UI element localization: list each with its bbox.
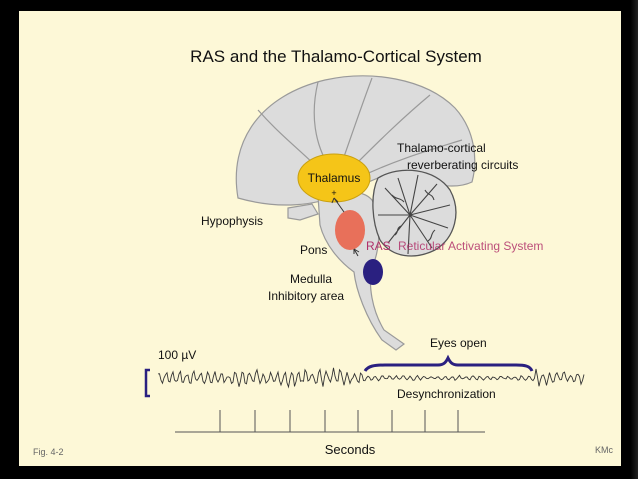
ras-nucleus [335, 210, 365, 250]
scale-bracket [144, 368, 150, 398]
diagram-title: RAS and the Thalamo-Cortical System [190, 47, 482, 66]
eeg-trace [157, 367, 585, 389]
cerebellum [372, 169, 457, 257]
slide-edge [621, 0, 638, 479]
cerebellum-folia [378, 174, 451, 255]
thalamus [297, 153, 371, 203]
thalamo-cortical-label: Thalamo-cortical [397, 141, 486, 155]
scale-label: 100 µV [158, 348, 196, 362]
inhibitory-area-label: Inhibitory area [268, 289, 344, 303]
medulla-nucleus [363, 259, 383, 285]
thalamus-plus-marker: + [331, 188, 336, 198]
figure-label: Fig. 4-2 [33, 447, 64, 457]
hypophysis [287, 203, 319, 221]
seconds-label: Seconds [325, 442, 376, 457]
ras-full-label: Reticular Activating System [398, 239, 543, 253]
pathway-arrows [331, 197, 360, 257]
time-axis [175, 410, 485, 433]
eyes-open-brace [363, 354, 534, 372]
desynchronization-label: Desynchronization [397, 387, 496, 401]
thalamus-label: Thalamus [308, 171, 361, 185]
pons-label: Pons [300, 243, 327, 257]
ras-abbrev-label: RAS [366, 239, 391, 253]
reverberating-circuits-label: reverberating circuits [407, 158, 518, 172]
cortical-lobe-lines [257, 77, 463, 179]
hypophysis-label: Hypophysis [201, 214, 263, 228]
medulla-label: Medulla [290, 272, 332, 286]
credit-label: KMc [595, 445, 614, 455]
eyes-open-label: Eyes open [430, 336, 487, 350]
